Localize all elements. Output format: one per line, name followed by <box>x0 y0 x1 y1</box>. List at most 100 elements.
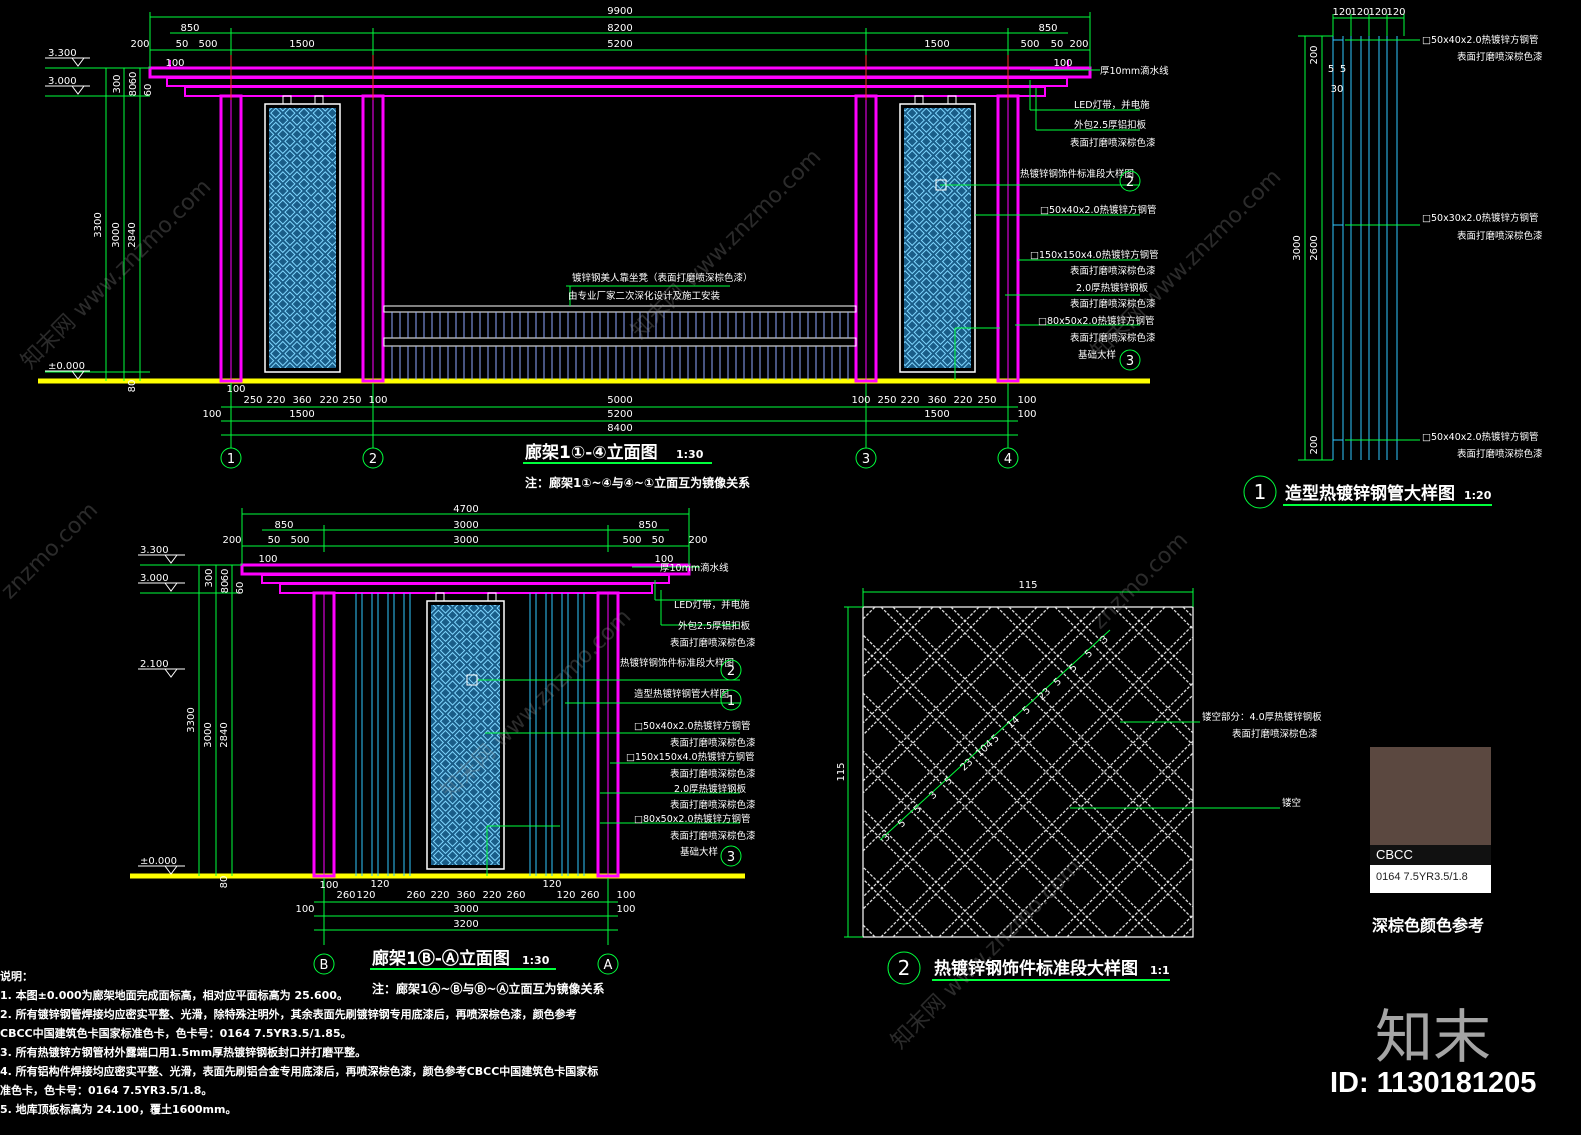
dim-bottom: 250 <box>977 395 996 406</box>
callout: 基础大样 <box>680 846 718 858</box>
dim: 200 <box>1309 45 1320 64</box>
lattice-band <box>950 694 1193 937</box>
dim: 200 <box>1069 39 1088 50</box>
callout: 表面打磨喷深棕色漆 <box>1232 728 1318 740</box>
callout: □80x50x2.0热镀锌方钢管 <box>634 813 751 825</box>
callout: 表面打磨喷深棕色漆 <box>670 799 756 811</box>
detail-2-title: 热镀锌钢饰件标准段大样图 <box>934 958 1138 979</box>
callout: 表面打磨喷深棕色漆 <box>670 737 756 749</box>
lattice-band <box>1124 868 1193 937</box>
level-3000: 3.000 <box>48 76 77 87</box>
dim: 50 <box>652 535 665 546</box>
callout-mark: 3 <box>1126 354 1134 369</box>
dim-left: 2840 <box>219 722 230 747</box>
dim: 1500 <box>924 39 949 50</box>
callout: 2.0厚热镀锌钢板 <box>674 783 747 795</box>
diag-dim: 5 <box>1083 648 1095 660</box>
lattice-band <box>1124 607 1193 676</box>
dim-bottom: 360 <box>456 890 475 901</box>
note-line: 准色卡，色卡号：0164 7.5YR3.5/1.8。 <box>0 1084 213 1097</box>
dim: 3000 <box>453 520 478 531</box>
lattice-band <box>1519 607 1581 937</box>
dim-bottom: 250 <box>243 395 262 406</box>
color-swatch: CBCC 0164 7.5YR3.5/1.8 <box>1370 747 1491 893</box>
dim: 100 <box>258 554 277 565</box>
callout-paint: 表面打磨喷深棕色漆 <box>1070 332 1156 344</box>
callout-paint: 表面打磨喷深棕色漆 <box>1070 298 1156 310</box>
callout-drip-line: 厚10mm滴水线 <box>1100 65 1169 77</box>
dim-left: 60 <box>220 569 231 582</box>
lattice-band <box>1112 856 1193 937</box>
dim-bottom: 1500 <box>924 409 949 420</box>
dim: 2600 <box>1309 235 1320 260</box>
axis-label: A <box>604 958 613 973</box>
dim-left: 300 <box>204 568 215 587</box>
dim: 3000 <box>1292 235 1303 260</box>
dim: 5200 <box>607 39 632 50</box>
brand-logo: 知末 <box>1375 1003 1492 1071</box>
callout: 表面打磨喷深棕色漆 <box>1457 448 1543 460</box>
detail-2-scale: 1:1 <box>1150 964 1170 977</box>
level-markers: 3.300 3.000 ±0.000 <box>45 48 90 380</box>
callout-foundation: 基础大样 <box>1078 349 1116 361</box>
callout: 镂空部分：4.0厚热镀锌钢板 <box>1202 711 1322 723</box>
dim: 50 <box>1051 39 1064 50</box>
dim-left: 80 <box>127 380 138 393</box>
detail-1-scale: 1:20 <box>1464 489 1492 502</box>
columns <box>312 591 620 878</box>
roof-beam <box>240 563 691 594</box>
lattice-screens <box>264 95 976 373</box>
dim-left: 80 <box>220 581 231 594</box>
lattice-band <box>863 607 1038 782</box>
detail-number: 1 <box>1254 480 1267 504</box>
watermark: 知末网 www.znzmo.com <box>887 854 1087 1054</box>
dim-bottom: 100 <box>202 409 221 420</box>
dim-bottom: 260 <box>506 890 525 901</box>
dim-bottom: 260 <box>336 890 355 901</box>
note-line: 1. 本图±0.000为廊架地面完成面标高，相对应平面标高为 25.600。 <box>0 989 348 1002</box>
diag-dim: 5 <box>1052 676 1064 688</box>
dim-left: 80 <box>128 84 139 97</box>
dim-bottom: 100 <box>616 890 635 901</box>
dim-bottom: 100 <box>851 395 870 406</box>
callout-ornament-ref: 热镀锌钢饰件标准段大样图 <box>1020 168 1134 180</box>
lattice-band <box>996 740 1193 937</box>
dim-overhang-left: 850 <box>180 23 199 34</box>
watermark: 知末网 www.znzmo.com <box>627 144 827 344</box>
lattice-band <box>863 607 980 724</box>
general-notes: 说明： 1. 本图±0.000为廊架地面完成面标高，相对应平面标高为 25.60… <box>0 967 700 1119</box>
lattice-band <box>1008 752 1193 937</box>
callout-tube-150: □150x150x4.0热镀锌方钢管 <box>1030 249 1159 261</box>
lattice-band <box>863 646 1154 937</box>
dim-left: 2840 <box>127 222 138 247</box>
dim-bottom: 360 <box>927 395 946 406</box>
lattice-band <box>863 762 1038 937</box>
dim-left: 60 <box>235 582 246 595</box>
dim: 5 <box>1340 64 1346 75</box>
callout-tube-50x40: □50x40x2.0热镀锌方钢管 <box>1040 204 1157 216</box>
lattice-band <box>1112 607 1193 688</box>
callout: 表面打磨喷深棕色漆 <box>670 768 756 780</box>
level: 2.100 <box>140 659 169 670</box>
elevation-2-title: 廊架1Ⓑ-Ⓐ立面图 <box>372 948 510 969</box>
callout-paint: 表面打磨喷深棕色漆 <box>1070 137 1156 149</box>
dim: 120 <box>1332 7 1351 18</box>
level: ±0.000 <box>140 856 177 867</box>
lattice-band <box>1066 810 1193 937</box>
axis-label: B <box>320 958 329 973</box>
dim-bottom: 220 <box>266 395 285 406</box>
note-line: 2. 所有镀锌钢管焊接均应密实平整、光滑，除特殊注明外，其余表面先刷镀锌钢专用底… <box>0 1008 577 1021</box>
roof-beam <box>148 60 1092 97</box>
dim-bottom: 5000 <box>607 395 632 406</box>
dim-bottom-total: 3200 <box>453 919 478 930</box>
dim-overall: 9900 <box>607 6 632 17</box>
lattice-band <box>863 607 922 666</box>
dim-left: 300 <box>112 74 123 93</box>
note-line: 5. 地库顶板标高为 24.100，覆土1600mm。 <box>0 1103 237 1116</box>
dim-left: 60 <box>128 72 139 85</box>
callout: 表面打磨喷深棕色漆 <box>670 830 756 842</box>
callout: □150x150x4.0热镀锌方钢管 <box>626 751 755 763</box>
diag-dim: 14 <box>1005 714 1022 731</box>
dim-bottom: 100 <box>1017 395 1036 406</box>
